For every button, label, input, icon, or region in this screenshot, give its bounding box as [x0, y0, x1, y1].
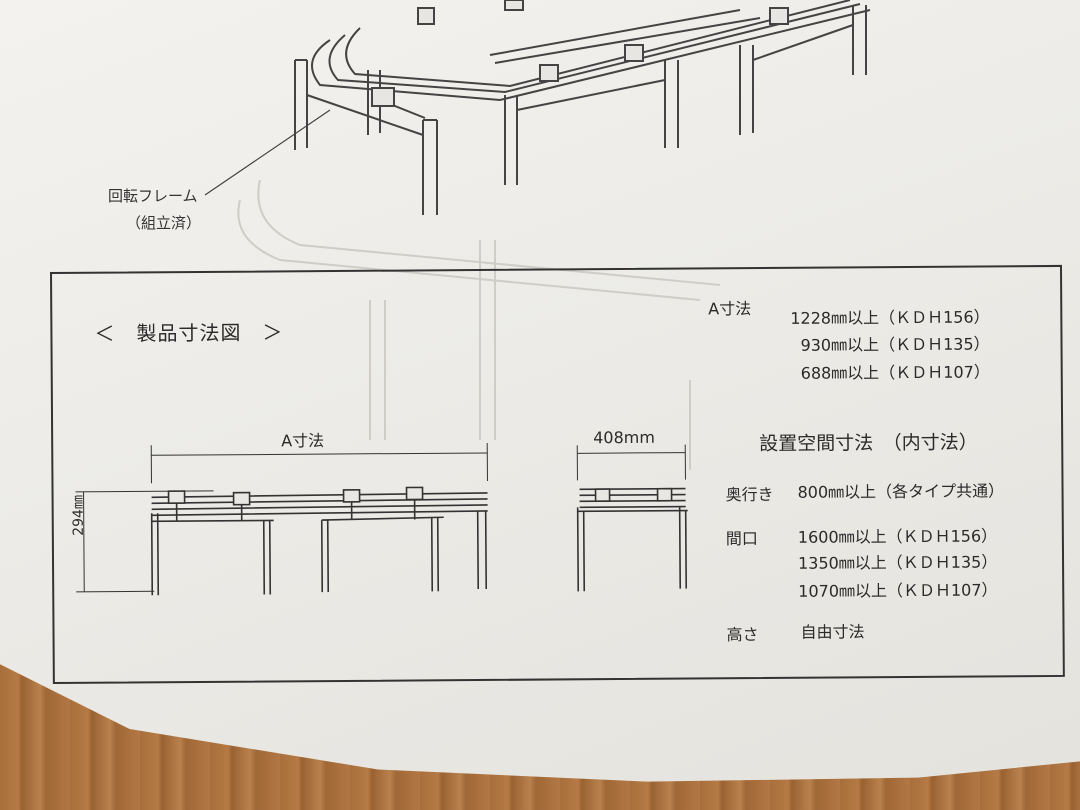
install-space-heading: 設置空間寸法 （内寸法）: [759, 431, 978, 456]
assembled-note: （組立済）: [126, 214, 202, 232]
frontage-label: 間口: [725, 529, 758, 549]
rotating-frame-label: 回転フレーム: [108, 187, 198, 205]
side-elevation-drawing: [576, 444, 688, 592]
height-dimension-label: 294㎜: [70, 495, 87, 536]
a-dimension-row: 1228㎜以上（ＫＤＨ156）: [790, 307, 990, 328]
frontage-row: 1600㎜以上（ＫＤＨ156）: [797, 526, 998, 547]
a-dimension-heading: A寸法: [708, 299, 752, 319]
frontage-row: 1070㎜以上（ＫＤＨ107）: [798, 580, 998, 601]
track-illustration: [204, 0, 871, 470]
depth-value: 800㎜以上（各タイプ共通）: [797, 481, 1005, 502]
height-label: 高さ: [726, 625, 759, 645]
a-dimension-row: 688㎜以上（ＫＤＨ107）: [800, 362, 990, 383]
dimension-panel: ＜ 製品寸法図 ＞ A寸法 1228㎜以上（ＫＤＨ156） 930㎜以上（ＫＤＨ…: [50, 264, 1065, 684]
front-elevation-drawing: [75, 442, 488, 596]
depth-label: 奥行き: [725, 484, 774, 505]
height-value: 自由寸法: [800, 622, 865, 642]
frontage-row: 1350㎜以上（ＫＤＨ135）: [797, 552, 998, 573]
panel-title: ＜ 製品寸法図 ＞: [94, 320, 284, 346]
a-dimension-label: A寸法: [281, 431, 325, 451]
width-dimension-label: 408mm: [593, 427, 655, 448]
a-dimension-row: 930㎜以上（ＫＤＨ135）: [800, 334, 990, 355]
